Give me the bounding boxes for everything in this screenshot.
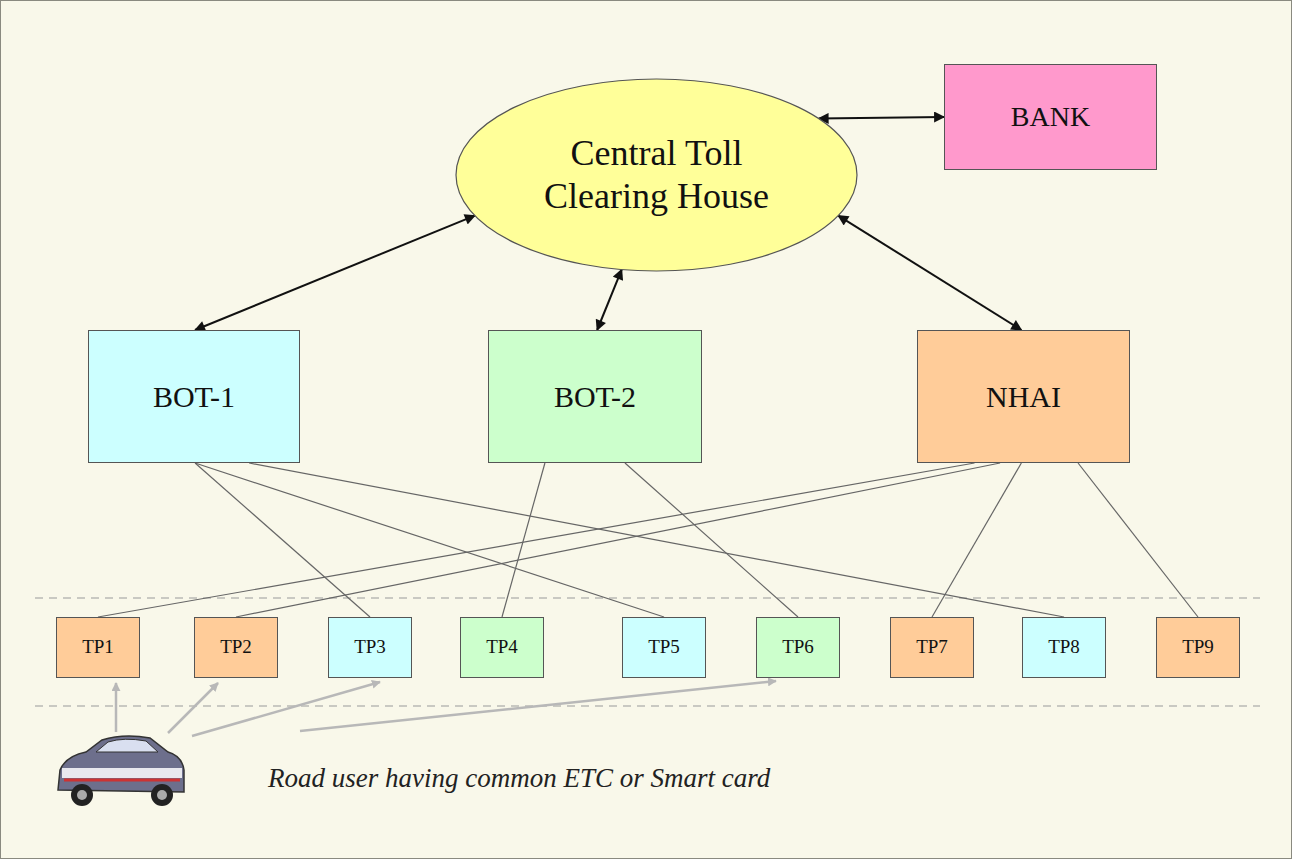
lane-boundary xyxy=(35,705,1260,706)
ownership-line xyxy=(1078,463,1198,617)
node-label: TP2 xyxy=(220,636,252,659)
toll-plaza-box: TP9 xyxy=(1156,617,1240,678)
node-label: TP3 xyxy=(354,636,386,659)
node-label: TP8 xyxy=(1048,636,1080,659)
ownership-line xyxy=(98,463,975,617)
toll-plaza-box: TP3 xyxy=(328,617,412,678)
data-link-arrow xyxy=(597,270,622,330)
node-label: BANK xyxy=(1011,100,1090,134)
toll-plaza-box: TP8 xyxy=(1022,617,1106,678)
toll-plaza-box: TP1 xyxy=(56,617,140,678)
ellipse-outline xyxy=(455,78,858,272)
lane-boundary xyxy=(35,597,1260,598)
toll-plaza-box: TP2 xyxy=(194,617,278,678)
ownership-line xyxy=(236,463,1000,617)
clearing-house-ellipse: Central Toll Clearing House xyxy=(455,78,858,272)
node-label: TP4 xyxy=(486,636,518,659)
node-label: BOT-2 xyxy=(554,379,636,415)
car-icon xyxy=(58,736,184,806)
node-label: TP6 xyxy=(782,636,814,659)
operator-box: BOT-1 xyxy=(88,330,300,463)
ownership-line xyxy=(195,463,370,617)
node-label: NHAI xyxy=(986,379,1061,415)
node-label: BOT-1 xyxy=(153,379,235,415)
operator-box: NHAI xyxy=(917,330,1130,463)
data-link-arrow xyxy=(195,216,475,330)
caption-note: Road user having common ETC or Smart car… xyxy=(268,763,770,794)
node-label: TP7 xyxy=(916,636,948,659)
data-link-arrow xyxy=(819,117,944,119)
car-to-plaza-arrows xyxy=(116,681,776,736)
data-link-arrow xyxy=(838,216,1021,330)
ownership-line xyxy=(932,463,1021,617)
ownership-line xyxy=(249,463,1064,617)
ownership-line xyxy=(195,463,664,617)
toll-plaza-box: TP5 xyxy=(622,617,706,678)
node-label: TP1 xyxy=(82,636,114,659)
toll-plaza-box: TP7 xyxy=(890,617,974,678)
node-label: Central Toll Clearing House xyxy=(525,132,788,218)
node-label: TP5 xyxy=(648,636,680,659)
toll-plaza-box: TP6 xyxy=(756,617,840,678)
node-label: TP9 xyxy=(1182,636,1214,659)
bank-box: BANK xyxy=(944,64,1157,170)
toll-plaza-box: TP4 xyxy=(460,617,544,678)
ownership-line xyxy=(625,463,798,617)
operator-box: BOT-2 xyxy=(488,330,702,463)
